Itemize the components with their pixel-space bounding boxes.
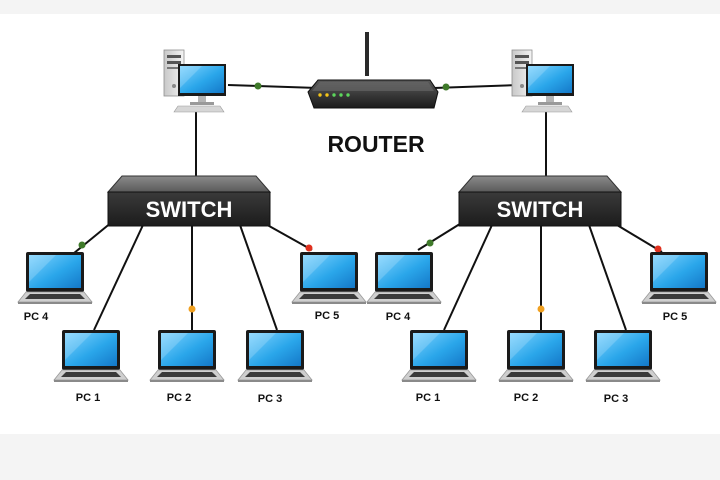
pc-label: PC 4 (386, 311, 411, 323)
laptop-pc-2[interactable] (498, 329, 574, 383)
link-light-orange (188, 305, 196, 313)
switch-right[interactable]: SWITCH (457, 175, 623, 227)
link-light-red (305, 244, 313, 252)
pc-label: PC 1 (76, 392, 100, 404)
link-light-green (442, 83, 450, 91)
diagram-svg: ROUTER SWITCH SWITCH PC 4 PC 5 PC 1 PC 2 (17, 32, 717, 405)
router-link-left (227, 84, 319, 89)
link-light-green (78, 241, 86, 249)
laptop-pc-3[interactable] (585, 329, 661, 383)
laptop-pc-2[interactable] (149, 329, 225, 383)
pc-label: PC 3 (258, 393, 282, 405)
link-light-red (654, 245, 662, 253)
link-light-green (254, 82, 262, 90)
link-light-orange (537, 305, 545, 313)
laptop-pc-4[interactable] (366, 251, 442, 305)
pc-label: PC 5 (315, 310, 339, 322)
laptop-pc-5[interactable] (291, 251, 367, 305)
network-left-pcs: PC 4 PC 5 PC 1 PC 2 PC 3 (17, 251, 367, 405)
pc-label: PC 5 (663, 311, 687, 323)
router-antenna (365, 32, 369, 76)
cables (67, 84, 663, 331)
network-right-pcs: PC 4 PC 5 PC 1 PC 2 PC 3 (366, 251, 717, 405)
laptop-pc-4[interactable] (17, 251, 93, 305)
pc-label: PC 3 (604, 393, 628, 405)
switch-label: SWITCH (146, 197, 233, 222)
router-label: ROUTER (327, 131, 425, 157)
laptop-pc-3[interactable] (237, 329, 313, 383)
laptop-pc-5[interactable] (641, 251, 717, 305)
network-diagram: ROUTER SWITCH SWITCH PC 4 PC 5 PC 1 PC 2 (0, 14, 720, 434)
link-light-green (426, 239, 434, 247)
pc-label: PC 2 (167, 392, 191, 404)
laptop-pc-1[interactable] (53, 329, 129, 383)
router[interactable]: ROUTER (307, 32, 439, 157)
link-lights (78, 82, 662, 313)
desktop-computer-left[interactable] (163, 49, 227, 113)
pc-label: PC 1 (416, 392, 440, 404)
pc-label: PC 2 (514, 392, 538, 404)
desktop-computer-right[interactable] (511, 49, 575, 113)
router-status-leds (318, 93, 350, 97)
laptop-pc-1[interactable] (401, 329, 477, 383)
switch-left[interactable]: SWITCH (106, 175, 272, 227)
pc-label: PC 4 (24, 311, 49, 323)
switch-label: SWITCH (497, 197, 584, 222)
